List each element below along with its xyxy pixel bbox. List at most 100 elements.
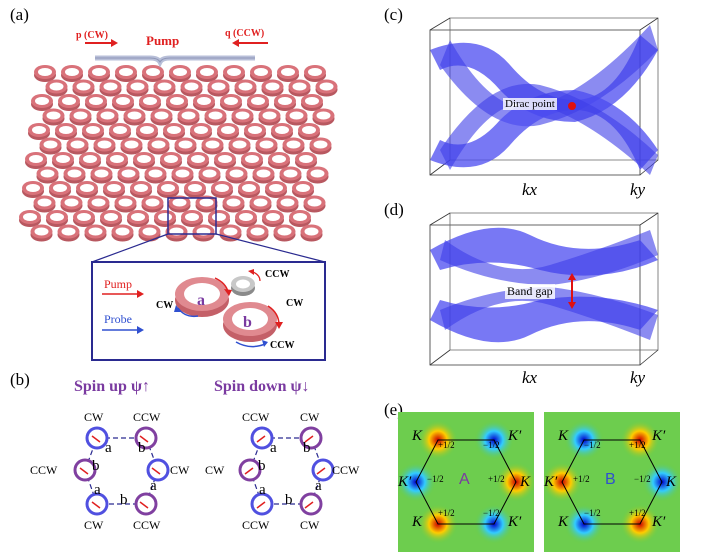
lattice-ring-hole — [64, 198, 79, 207]
lattice-ring-hole — [292, 82, 307, 91]
map-a-val-6: −1/2 — [483, 508, 500, 518]
lattice-ring-hole — [91, 198, 106, 207]
map-a-val-5: +1/2 — [438, 508, 455, 518]
ky-label-c: ky — [630, 180, 645, 200]
lattice-ring-hole — [185, 213, 199, 221]
ring-lattice — [19, 65, 338, 242]
spin-down-bottom-right: CW — [300, 518, 320, 532]
lattice-ring-hole — [83, 155, 97, 163]
lattice-ring-hole — [164, 155, 178, 163]
lattice-ring-hole — [238, 82, 253, 91]
lattice-ring-hole — [221, 126, 235, 134]
map-b-val-1: −1/2 — [584, 440, 601, 450]
lattice-ring-hole — [142, 227, 157, 236]
spin-up-bottom-right: CCW — [133, 518, 161, 532]
map-b-val-5: −1/2 — [584, 508, 601, 518]
map-b-val-6: +1/2 — [629, 508, 646, 518]
spin-down-top-right: CW — [300, 410, 320, 424]
lattice-ring-hole — [43, 140, 58, 149]
map-a-kp-top-right: K′ — [508, 428, 522, 444]
lattice-ring-hole — [151, 140, 166, 149]
lattice-ring-hole — [278, 97, 292, 105]
lattice-ring-hole — [302, 126, 316, 134]
lattice-ring-hole — [245, 155, 259, 163]
lattice-ring-hole — [97, 140, 112, 149]
lattice-ring-hole — [73, 111, 88, 120]
map-a-val-4: +1/2 — [488, 474, 505, 484]
lattice-ring-hole — [143, 97, 157, 105]
spin-up-lattice — [73, 426, 170, 516]
map-b-kp-top-right: K′ — [652, 428, 666, 444]
inset-ccw-top: CCW — [265, 269, 290, 280]
lattice-ring-hole — [88, 227, 103, 236]
ky-symbol: ky — [630, 368, 646, 387]
ky-symbol: ky — [630, 180, 646, 199]
lattice-ring-hole — [37, 198, 52, 207]
lattice-ring-hole — [286, 140, 301, 149]
spin-up-mid-right: CW — [170, 463, 190, 477]
lattice-ring-hole — [275, 126, 289, 134]
inset-cw-left: CW — [156, 300, 174, 311]
lattice-ring-hole — [70, 140, 85, 149]
lattice-ring-hole — [226, 198, 241, 207]
lattice-ring-hole — [307, 198, 322, 207]
band-structure-gap — [429, 212, 659, 366]
lattice-ring-hole — [80, 184, 94, 192]
lattice-ring-hole — [215, 184, 229, 192]
lattice-ring-hole — [32, 126, 46, 134]
spin-down-mid-right: CCW — [332, 463, 360, 477]
map-a-center: A — [459, 471, 470, 488]
lattice-ring-hole — [199, 198, 214, 207]
lattice-ring-hole — [173, 68, 187, 76]
lattice-ring-hole — [229, 169, 244, 178]
lattice-ring-hole — [281, 68, 295, 76]
lattice-ring-hole — [280, 198, 295, 207]
lattice-ring-hole — [131, 213, 145, 221]
map-a-val-1: +1/2 — [438, 440, 455, 450]
lattice-ring-hole — [26, 184, 40, 192]
lattice-ring-hole — [316, 111, 331, 120]
inset-ring-a-label: a — [197, 292, 205, 309]
lattice-ring-hole — [272, 155, 286, 163]
lattice-ring-hole — [310, 169, 325, 178]
lattice-ring-hole — [154, 111, 169, 120]
lattice-ring-hole — [254, 68, 268, 76]
lattice-ring-hole — [239, 213, 253, 221]
lattice-ring-hole — [277, 227, 292, 236]
lattice-ring-hole — [289, 111, 304, 120]
lattice-ring-hole — [200, 68, 214, 76]
pump-label: Pump — [146, 33, 180, 48]
map-b-kp-bottom-right: K′ — [652, 514, 666, 530]
panel-label-b: (b) — [10, 370, 30, 389]
p-cw-label: p (CW) — [76, 30, 108, 41]
lattice-ring-hole — [308, 68, 322, 76]
lattice-ring-hole — [172, 198, 187, 207]
lattice-ring-hole — [242, 184, 256, 192]
ky-label-d: ky — [630, 368, 645, 388]
spin-down-bottom-left: CCW — [242, 518, 270, 532]
spin-up-bottom-left: CW — [84, 518, 104, 532]
lattice-ring-hole — [319, 82, 334, 91]
lattice-ring-hole — [119, 68, 133, 76]
lattice-ring-hole — [299, 155, 313, 163]
lattice-ring-hole — [251, 97, 265, 105]
lattice-ring-hole — [212, 213, 226, 221]
map-a-val-3: −1/2 — [427, 474, 444, 484]
lattice-ring-hole — [184, 82, 199, 91]
lattice-ring-hole — [62, 97, 76, 105]
lattice-ring-hole — [130, 82, 145, 91]
lattice-ring-hole — [256, 169, 271, 178]
lattice-ring-hole — [38, 68, 52, 76]
lattice-ring-hole — [304, 227, 319, 236]
lattice-ring-hole — [115, 227, 130, 236]
lattice-ring-hole — [145, 198, 160, 207]
lattice-ring-hole — [157, 82, 172, 91]
panel-label-c: (c) — [384, 5, 403, 24]
lattice-ring-hole — [103, 82, 118, 91]
lattice-ring-hole — [29, 155, 43, 163]
lattice-ring-hole — [140, 126, 154, 134]
lattice-ring-hole — [170, 97, 184, 105]
spin-down-lattice — [238, 426, 335, 516]
lattice-ring-hole — [181, 111, 196, 120]
lattice-ring-hole — [40, 169, 55, 178]
